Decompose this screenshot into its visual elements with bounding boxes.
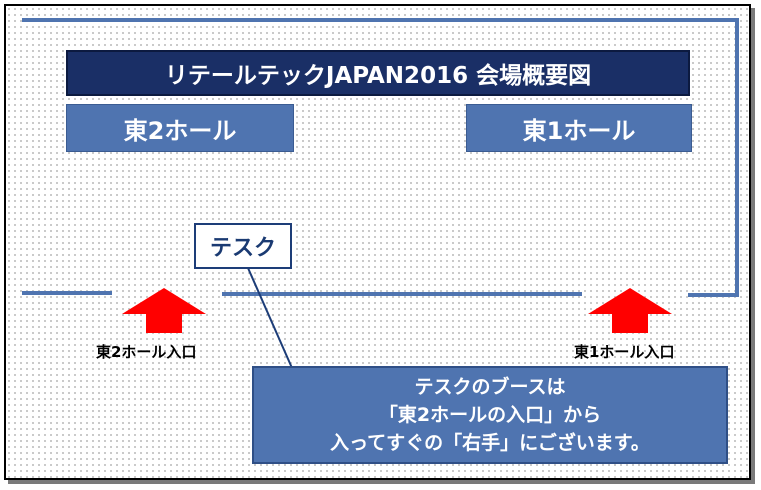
entrance-east2-label: 東2ホール入口 [96, 343, 197, 361]
desk-booth-label: テスク [194, 223, 292, 269]
notice-line-2: 「東2ホールの入口」から [378, 404, 602, 426]
up-arrow-icon [588, 288, 672, 333]
hall-east1-label: 東1ホール [466, 104, 692, 152]
map-title: リテールテックJAPAN2016 会場概要図 [66, 50, 690, 96]
notice-line-3: 入ってすぐの「右手」にございます。 [330, 432, 650, 454]
callout-line [247, 267, 293, 369]
hall-east2-label: 東2ホール [66, 104, 294, 152]
booth-notice: テスクのブースは 「東2ホールの入口」から 入ってすぐの「右手」にございます。 [252, 366, 728, 464]
notice-line-1: テスクのブースは [414, 376, 566, 398]
up-arrow-icon [122, 288, 206, 333]
entrance-east1-label: 東1ホール入口 [574, 343, 675, 361]
outer-wall [22, 18, 739, 297]
